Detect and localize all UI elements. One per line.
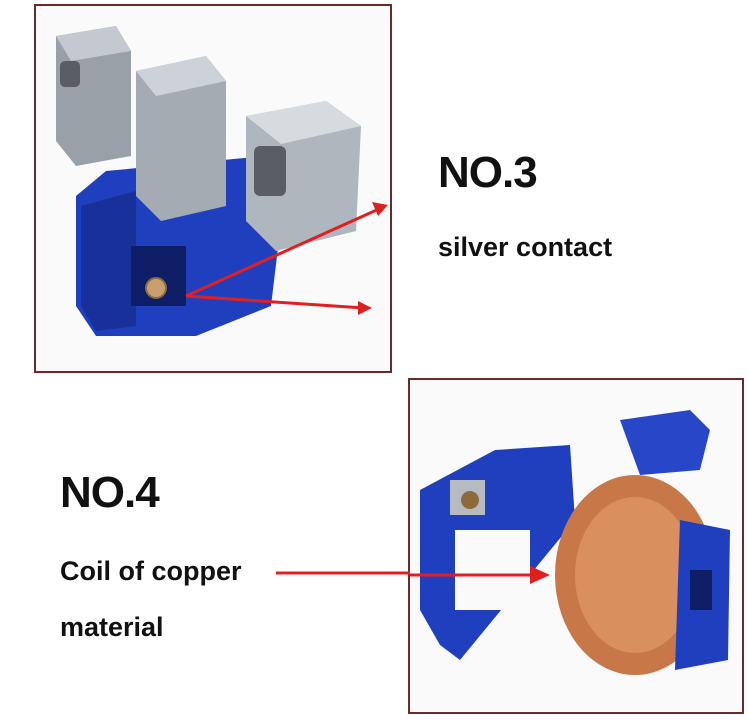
steel-core-middle <box>136 56 226 221</box>
housing-side <box>81 191 136 331</box>
rivet-head-left <box>60 61 80 87</box>
bobbin-top-clip <box>620 410 710 475</box>
top-number-label: NO.3 <box>438 148 538 197</box>
bottom-description-line2: material <box>60 612 164 642</box>
terminal-screw <box>461 491 479 509</box>
steel-core-left-top <box>56 26 131 61</box>
bobbin-window <box>455 530 530 610</box>
flange-slot <box>690 570 712 610</box>
bottom-description-line1: Coil of copper <box>60 556 242 586</box>
bottom-number-label: NO.4 <box>60 468 160 517</box>
steel-core-right-top <box>246 101 361 144</box>
silver-contact-point <box>145 277 167 299</box>
top-description-label: silver contact <box>438 232 613 262</box>
coil-illustration <box>410 410 730 675</box>
contact-block-photo-frame <box>34 4 392 373</box>
coil-arrow-head <box>530 566 550 584</box>
arrow-line-upper <box>185 206 382 298</box>
steel-core-middle-top <box>136 56 226 96</box>
contact-block-illustration <box>56 26 388 336</box>
arrow-head-lower <box>358 301 372 315</box>
rivet-head <box>254 146 286 196</box>
copper-coil-highlight <box>575 497 695 653</box>
arrow-line-lower <box>185 294 365 310</box>
arrow-head-upper <box>372 202 388 216</box>
coil-photo-frame <box>408 378 744 714</box>
